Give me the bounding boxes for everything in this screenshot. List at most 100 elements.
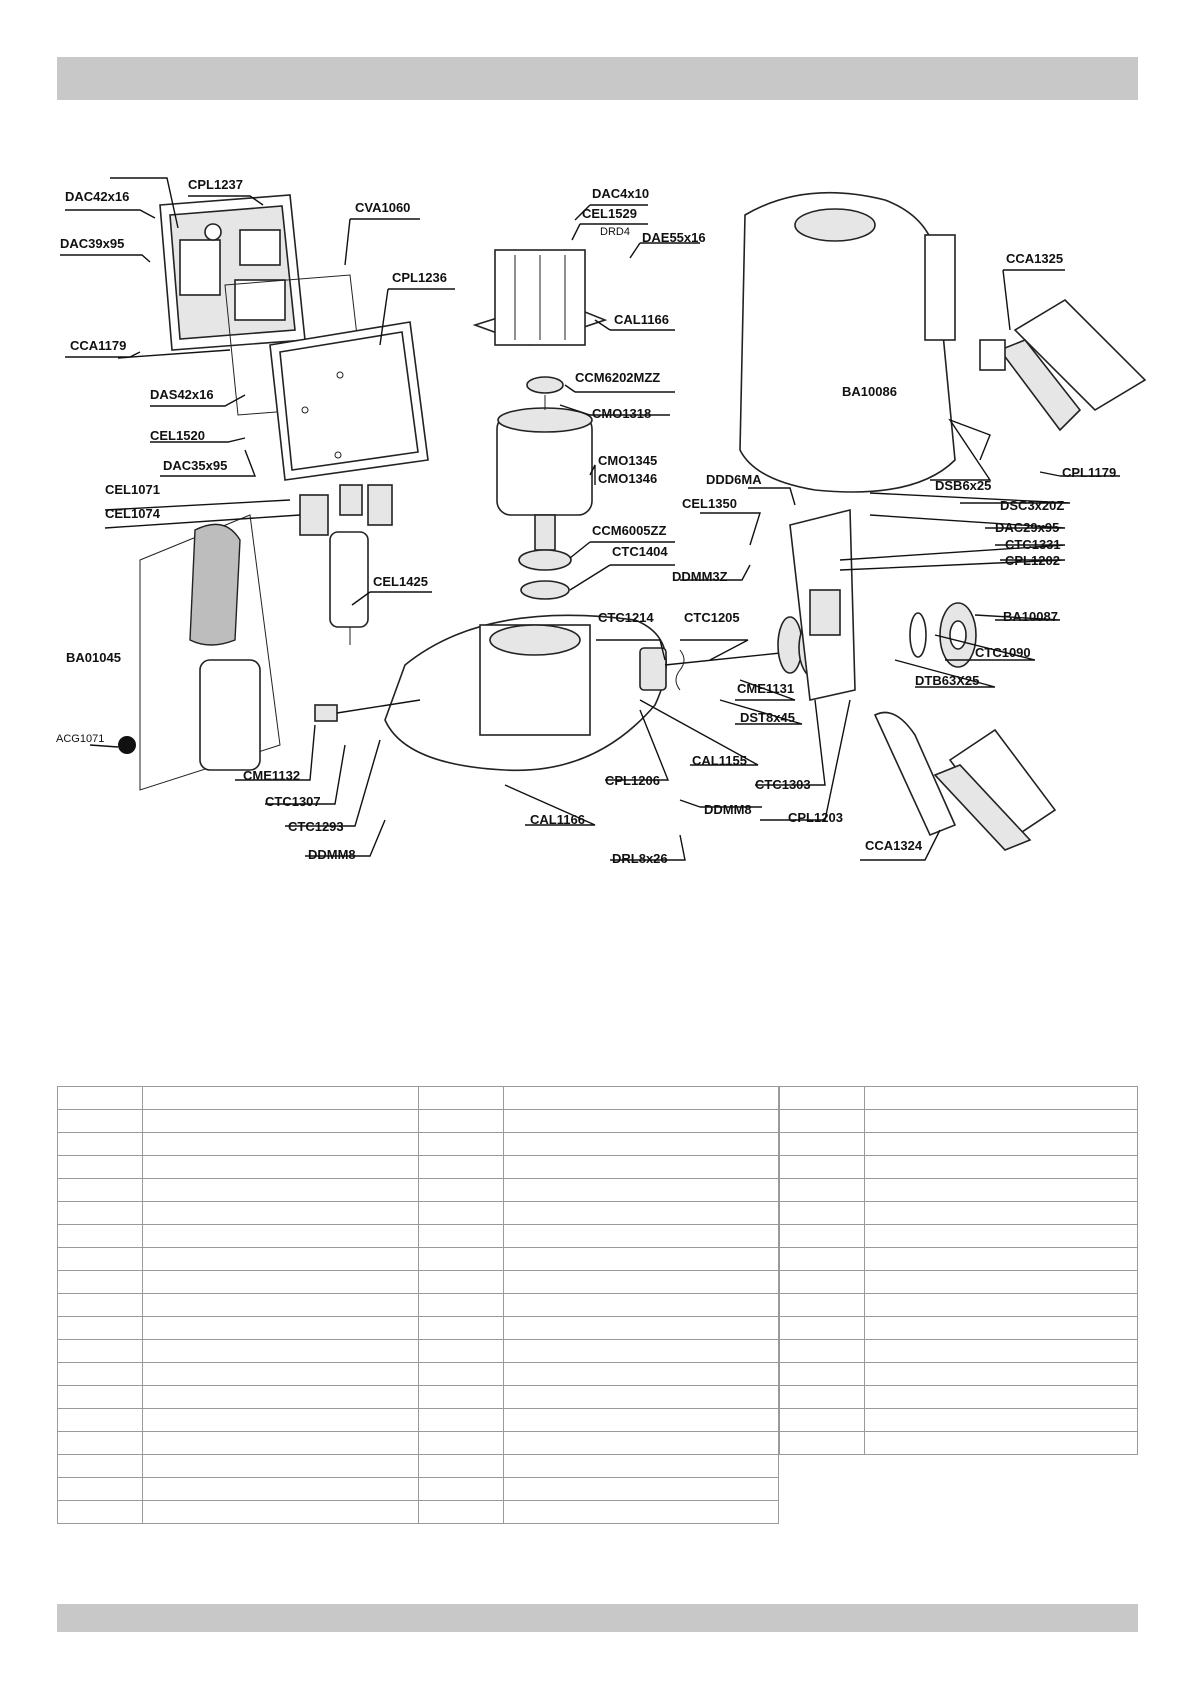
- part-code-cell: [57, 1454, 143, 1478]
- part-description-cell: [502, 1408, 779, 1432]
- callout-label: DSB6x25: [935, 478, 991, 493]
- callout-label: DDMM8: [704, 802, 752, 817]
- callout-label: DAC39x95: [60, 236, 124, 251]
- motor-stator: [496, 395, 593, 551]
- table-row: [57, 1201, 779, 1225]
- callout-label: DTB63X25: [915, 673, 979, 688]
- part-code-cell: [779, 1362, 865, 1386]
- part-description-cell: [864, 1086, 1138, 1110]
- part-description-cell: [502, 1316, 779, 1340]
- part-description-cell: [502, 1224, 779, 1248]
- part-description-cell: [502, 1339, 779, 1363]
- table-row: [57, 1316, 779, 1340]
- table-row: [779, 1247, 1138, 1271]
- part-code-cell: [57, 1316, 143, 1340]
- callout-label: DRL8x26: [612, 851, 668, 866]
- callout-label: CAL1166: [530, 812, 585, 827]
- part-code-cell: [57, 1385, 143, 1409]
- part-code-cell: [57, 1477, 143, 1501]
- table-row: [779, 1178, 1138, 1202]
- part-description-cell: [502, 1178, 779, 1202]
- acg-key-icon: [118, 736, 136, 754]
- part-code-cell: [779, 1293, 865, 1317]
- part-code-cell: [417, 1109, 504, 1133]
- part-code-cell: [779, 1109, 865, 1133]
- callout-label: DAC4x10: [592, 186, 649, 201]
- part-description-cell: [864, 1339, 1138, 1363]
- part-code-cell: [417, 1316, 504, 1340]
- table-row: [779, 1339, 1138, 1363]
- part-description-cell: [864, 1155, 1138, 1179]
- callout-label: CEL1350: [682, 496, 737, 511]
- part-code-cell: [417, 1362, 504, 1386]
- table-row: [779, 1408, 1138, 1432]
- callout-label: DAC35x95: [163, 458, 227, 473]
- header-band: [57, 57, 1138, 100]
- callout-label: CMO1318: [592, 406, 651, 421]
- part-description-cell: [142, 1247, 419, 1271]
- callout-label: DDMM8: [308, 847, 356, 862]
- part-description-cell: [142, 1408, 419, 1432]
- part-code-cell: [57, 1109, 143, 1133]
- part-code-cell: [417, 1155, 504, 1179]
- part-description-cell: [142, 1109, 419, 1133]
- part-description-cell: [142, 1155, 419, 1179]
- part-code-cell: [779, 1224, 865, 1248]
- part-description-cell: [864, 1293, 1138, 1317]
- table-row: [57, 1270, 779, 1294]
- part-description-cell: [502, 1086, 779, 1110]
- table-row: [779, 1385, 1138, 1409]
- callout-label: CPL1203: [788, 810, 843, 825]
- remote-control: [189, 523, 261, 771]
- callout-label: CTC1214: [598, 610, 654, 625]
- part-description-cell: [142, 1201, 419, 1225]
- callout-label: CME1131: [737, 681, 794, 696]
- callout-label: CTC1331: [1005, 537, 1061, 552]
- part-code-cell: [779, 1431, 865, 1455]
- part-code-cell: [779, 1270, 865, 1294]
- table-row: [57, 1339, 779, 1363]
- table-row: [57, 1155, 779, 1179]
- part-code-cell: [57, 1224, 143, 1248]
- part-description-cell: [142, 1270, 419, 1294]
- part-description-cell: [864, 1132, 1138, 1156]
- part-description-cell: [142, 1293, 419, 1317]
- callout-label: CEL1071: [105, 482, 160, 497]
- callout-label: CTC1303: [755, 777, 811, 792]
- part-description-cell: [142, 1178, 419, 1202]
- pinion-gear: [909, 602, 977, 668]
- callout-label: DRD4: [600, 226, 630, 238]
- callout-label: ACG1071: [56, 733, 104, 745]
- part-description-cell: [864, 1431, 1138, 1455]
- part-description-cell: [502, 1362, 779, 1386]
- part-description-cell: [864, 1201, 1138, 1225]
- exploded-parts-diagram: CPL1237 DAC42x16 DAC39x95 CVA1060 CPL123…: [56, 177, 1147, 866]
- mounting-bracket: [789, 508, 856, 701]
- part-description-cell: [142, 1454, 419, 1478]
- part-description-cell: [142, 1316, 419, 1340]
- motor-top-cap: [472, 249, 608, 346]
- part-code-cell: [57, 1408, 143, 1432]
- part-description-cell: [502, 1201, 779, 1225]
- part-description-cell: [502, 1454, 779, 1478]
- housing-cover: [739, 191, 956, 493]
- callout-label: CPL1236: [392, 270, 447, 285]
- part-code-cell: [57, 1247, 143, 1271]
- part-code-cell: [417, 1454, 504, 1478]
- rack-bottom: [873, 711, 1057, 851]
- callout-label: CAL1166: [614, 312, 669, 327]
- table-row: [779, 1224, 1138, 1248]
- part-code-cell: [417, 1477, 504, 1501]
- part-description-cell: [502, 1132, 779, 1156]
- callout-label: CEL1520: [150, 428, 205, 443]
- part-description-cell: [864, 1408, 1138, 1432]
- parts-table-left: [57, 1086, 779, 1524]
- callout-label: CEL1425: [373, 574, 428, 589]
- cable-glands: [299, 484, 393, 536]
- part-code-cell: [57, 1431, 143, 1455]
- table-row: [57, 1431, 779, 1455]
- part-description-cell: [864, 1178, 1138, 1202]
- callout-label: CTC1307: [265, 794, 321, 809]
- footer-band: [57, 1604, 1138, 1632]
- part-code-cell: [57, 1155, 143, 1179]
